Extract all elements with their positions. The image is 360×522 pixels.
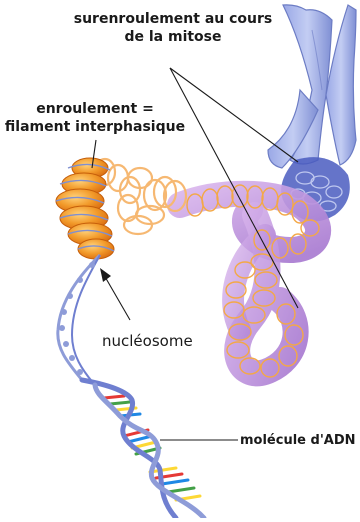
label-dna: molécule d'ADN — [240, 432, 356, 450]
label-nucleosome: nucléosome — [102, 332, 193, 350]
label-coiling: enroulement = filament interphasique — [0, 100, 190, 136]
looped-fiber — [180, 185, 319, 377]
label-supercoiling-line2: de la mitose — [48, 28, 298, 46]
nucleosome-stack — [56, 158, 114, 259]
dna-double-helix — [82, 380, 204, 518]
label-supercoiling: surenroulement au cours de la mitose — [48, 10, 298, 46]
pointer-nucleosome — [104, 275, 130, 320]
label-coiling-line2: filament interphasique — [0, 118, 190, 136]
label-coiling-line1: enroulement = — [0, 100, 190, 118]
beaded-strand — [58, 255, 100, 385]
nucleosome-arrowhead — [100, 268, 111, 282]
label-supercoiling-line1: surenroulement au cours — [48, 10, 298, 28]
